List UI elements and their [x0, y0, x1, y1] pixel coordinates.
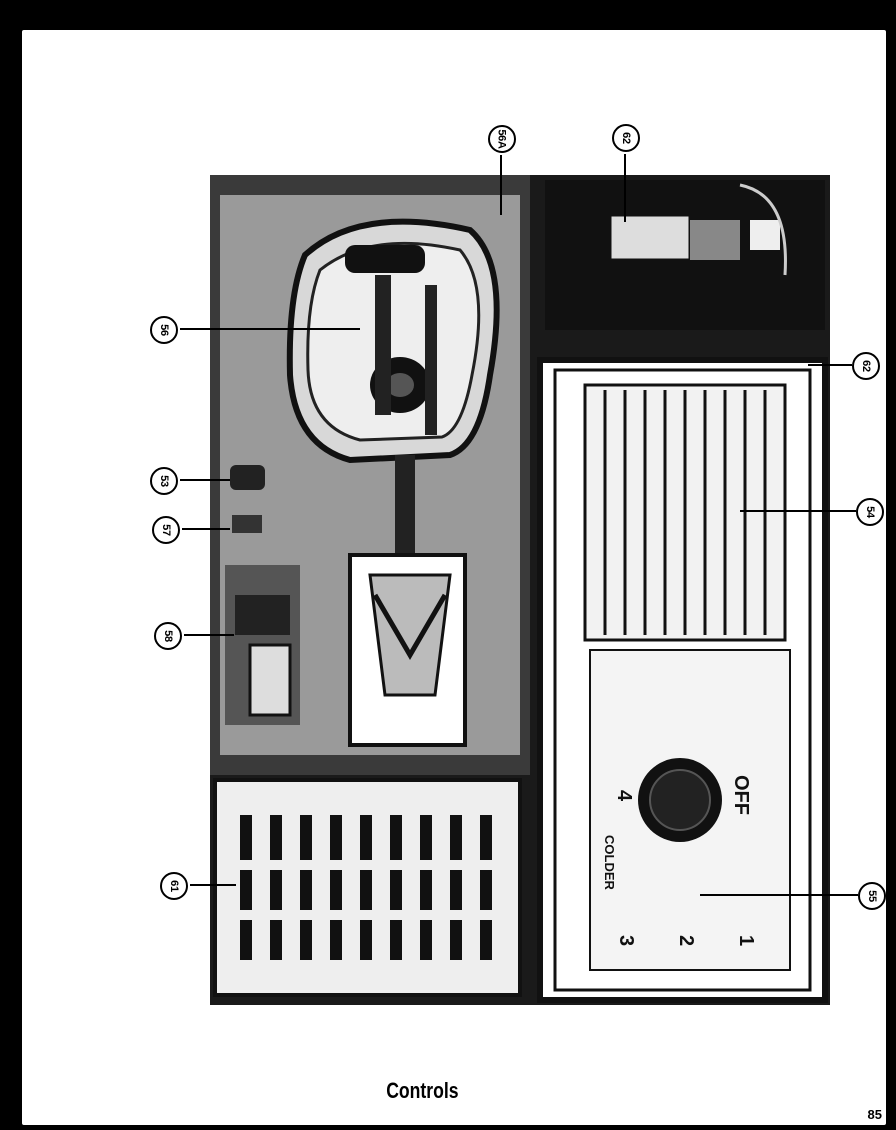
callout-61: 61 [160, 872, 188, 900]
controls-photo: COLDER 4 OFF 3 2 1 [210, 175, 830, 1005]
dial-setting-2: 2 [675, 935, 697, 946]
leader-62-right [808, 364, 852, 366]
leader-56 [180, 328, 360, 330]
leader-53 [180, 479, 230, 481]
dial-setting-1: 1 [735, 935, 757, 946]
leader-54 [740, 510, 856, 512]
callout-53: 53 [150, 467, 178, 495]
leader-61 [190, 884, 236, 886]
page-number: 85 [867, 1107, 882, 1122]
callout-56: 56 [150, 316, 178, 344]
callout-55: 55 [858, 882, 886, 910]
callout-56a: 56A [488, 125, 516, 153]
callout-57: 57 [152, 516, 180, 544]
callout-54: 54 [856, 498, 884, 526]
dial-setting-4: 4 [613, 790, 635, 802]
leader-58 [184, 634, 234, 636]
dial-colder-label: COLDER [602, 835, 617, 891]
dial-setting-3: 3 [615, 935, 637, 946]
leader-56a [500, 155, 502, 215]
callout-62-top: 62 [612, 124, 640, 152]
leader-57 [182, 528, 230, 530]
leader-55 [700, 894, 858, 896]
callout-62-right: 62 [852, 352, 880, 380]
callout-58: 58 [154, 622, 182, 650]
figure-caption: Controls [386, 1078, 459, 1103]
dial-off-label: OFF [730, 775, 752, 815]
leader-62-top [624, 154, 626, 222]
